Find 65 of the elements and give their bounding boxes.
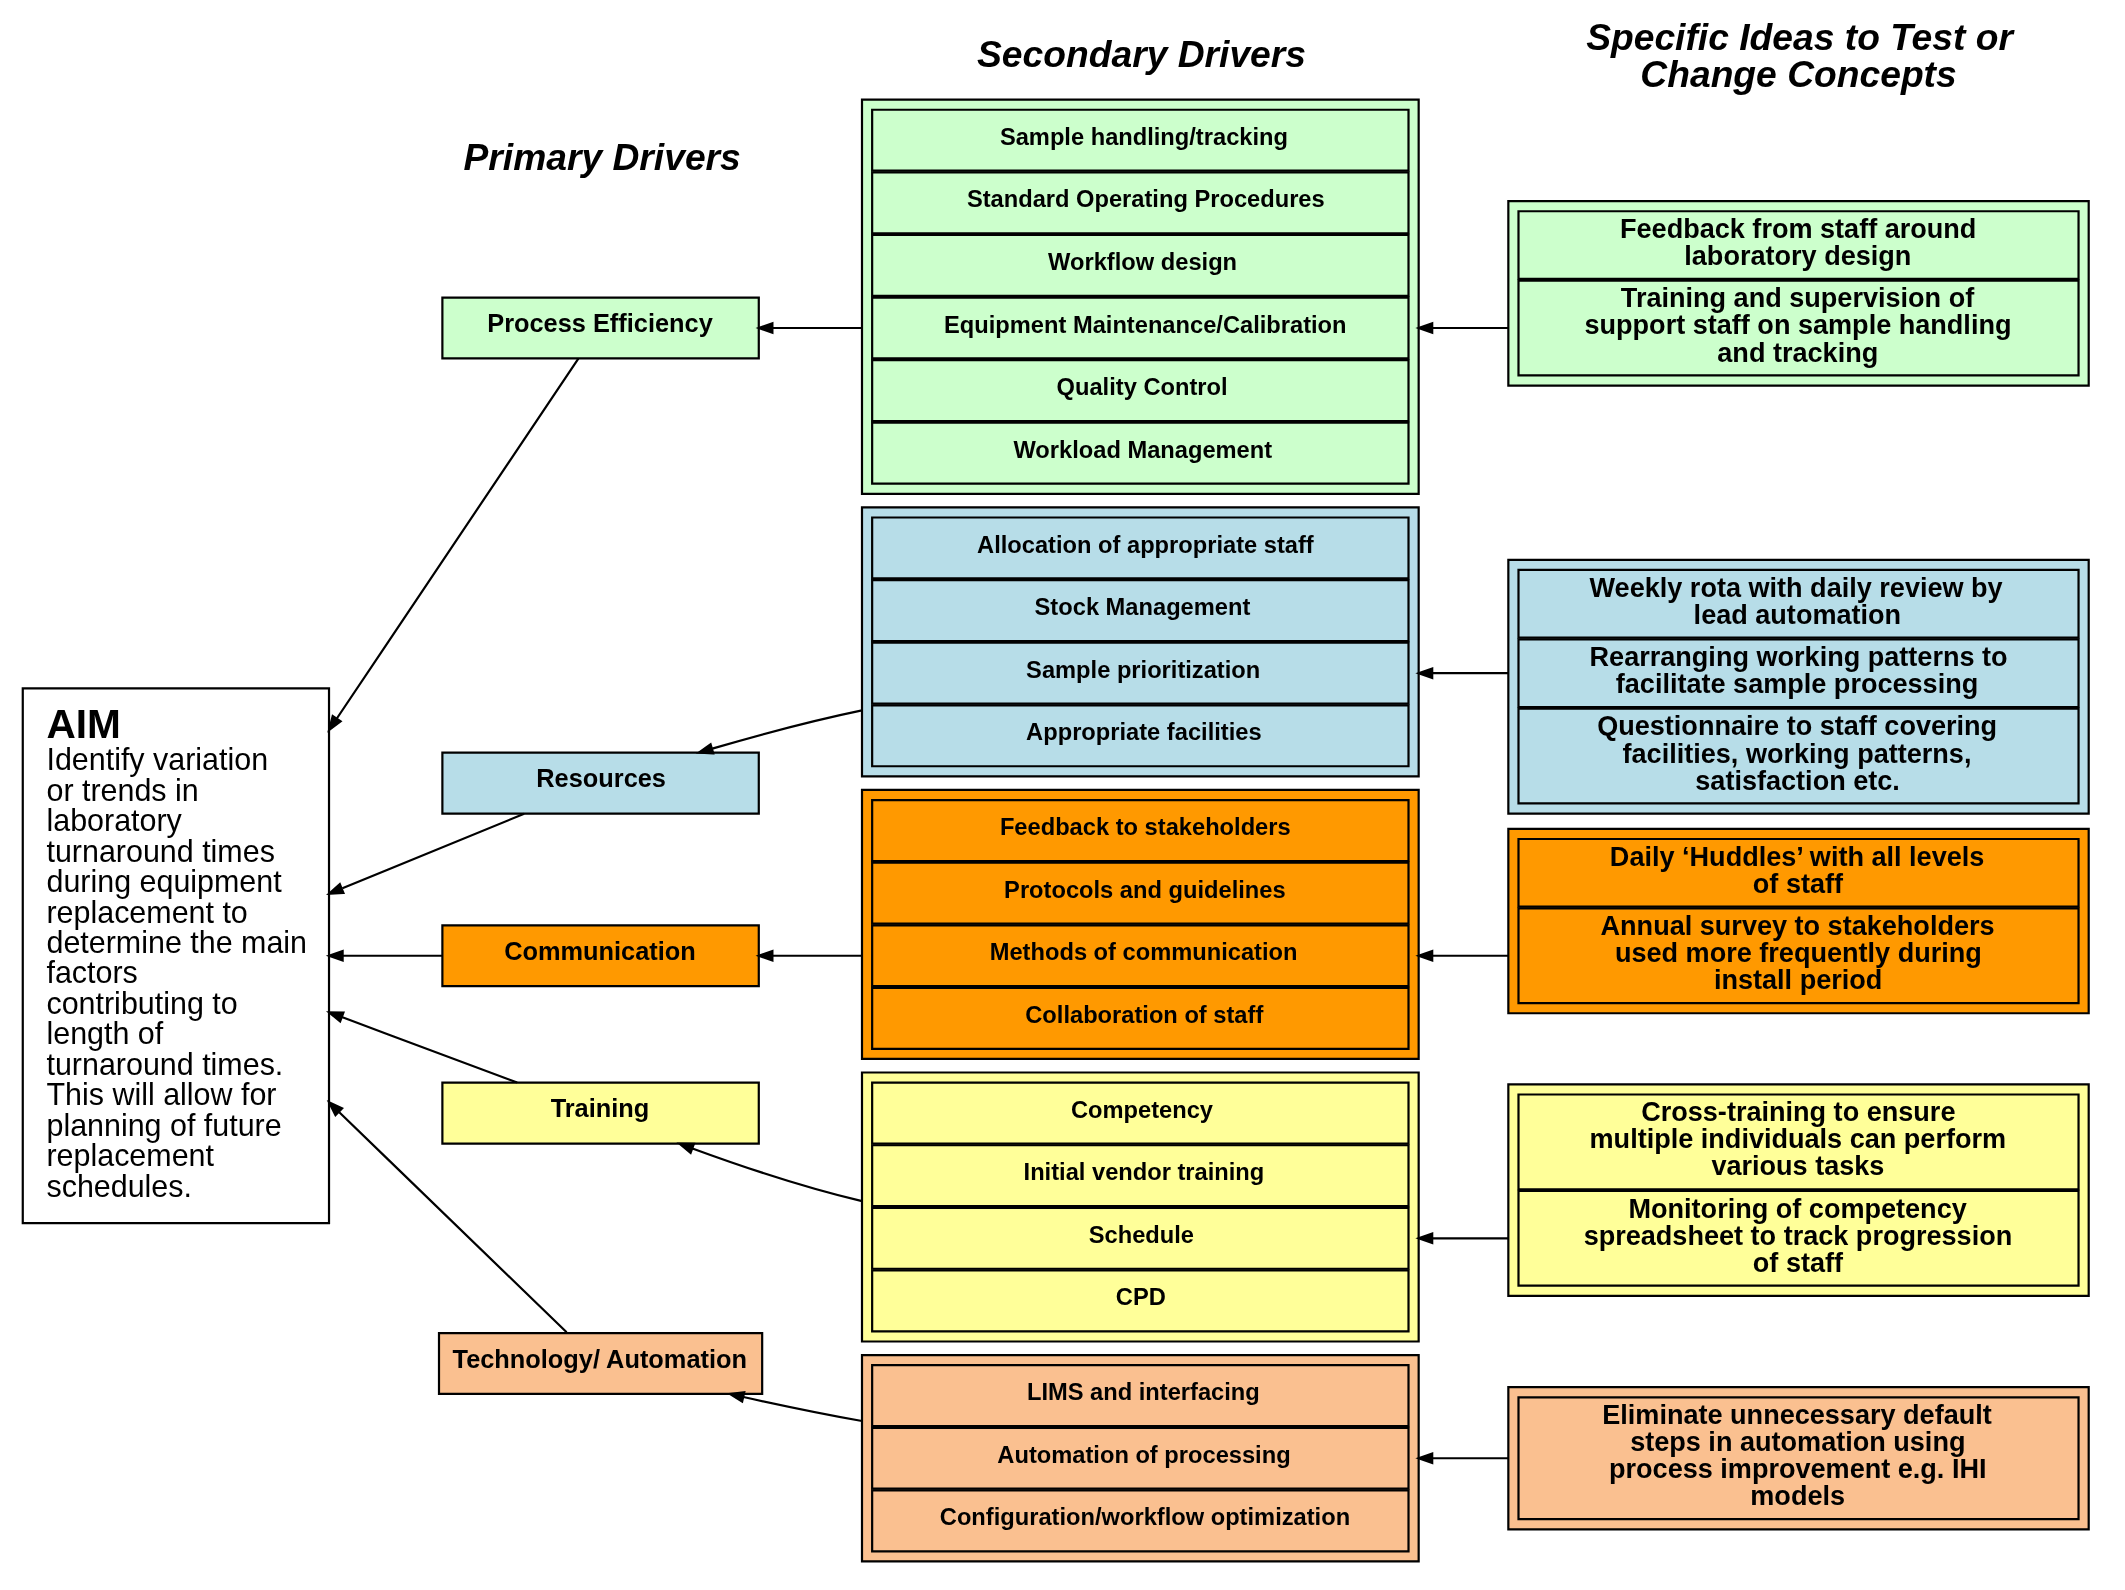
node-box: Equipment Maintenance/Calibration <box>871 296 1410 360</box>
node-box: Workflow design <box>871 233 1410 297</box>
node-box: Questionnaire to staff covering facilities, working patterns, satisfaction etc. <box>1517 707 2080 805</box>
node-box: Training and supervision of support staff on sample handling and tracking <box>1517 279 2080 377</box>
arrow <box>1415 1452 1509 1465</box>
node-box: Appropriate facilities <box>871 704 1410 768</box>
node-box: Standard Operating Procedures <box>871 171 1410 235</box>
label: Specific Ideas to Test or Change Concepts <box>1586 15 2013 96</box>
node-box: Sample prioritization <box>871 641 1410 705</box>
label: Primary Drivers <box>463 135 741 178</box>
arrow <box>1415 666 1509 680</box>
node-box: Automation of processing <box>871 1426 1410 1490</box>
cluster <box>1507 827 2090 1015</box>
node-box: Training <box>441 1081 760 1145</box>
cluster <box>1507 1386 2090 1531</box>
node-box: Annual survey to stakeholders used more frequently during install period <box>1517 907 2080 1005</box>
cluster <box>860 788 1420 1061</box>
cluster <box>860 506 1420 778</box>
arrow <box>726 1391 863 1423</box>
node-box: Cross-training to ensure multiple individuals can perform various tasks <box>1517 1093 2080 1191</box>
node-box: Methods of communication <box>871 924 1410 988</box>
node-box: Competency <box>871 1081 1410 1145</box>
arrow <box>326 1100 568 1334</box>
node-box: Sample handling/tracking <box>871 108 1410 172</box>
node-box: CPD <box>871 1269 1410 1333</box>
node-box: Protocols and guidelines <box>871 861 1410 925</box>
arrow <box>1415 949 1509 963</box>
node-box: Initial vendor training <box>871 1144 1410 1208</box>
label: Secondary Drivers <box>977 32 1306 75</box>
node-box: Schedule <box>871 1206 1410 1270</box>
arrow <box>695 709 863 755</box>
node-box: Stock Management <box>871 579 1410 643</box>
arrow <box>676 1142 863 1203</box>
cluster <box>860 1353 1420 1563</box>
node-box: Quality Control <box>871 359 1410 423</box>
node-box: Workload Management <box>871 421 1410 485</box>
cluster <box>1507 558 2090 815</box>
node-box: Resources <box>441 751 760 815</box>
node-box: Communication <box>441 924 760 988</box>
node-box: Monitoring of competency spreadsheet to track progression of staff <box>1517 1189 2080 1287</box>
node-box: Allocation of appropriate staff <box>871 516 1410 580</box>
cluster <box>1507 200 2090 387</box>
cluster <box>860 98 1420 495</box>
node-box: LIMS and interfacing <box>871 1364 1410 1428</box>
arrow <box>326 812 525 895</box>
node-box: Configuration/workflow optimization <box>871 1489 1410 1553</box>
node-box: Eliminate unnecessary default steps in automation using process improvement e.g. IHI models <box>1517 1396 2080 1521</box>
cluster <box>860 1071 1420 1343</box>
arrow <box>755 321 862 335</box>
arrow <box>325 1011 518 1084</box>
node-box: Feedback to stakeholders <box>871 799 1410 863</box>
node-box: Collaboration of staff <box>871 986 1410 1050</box>
node-box: Daily ‘Huddles’ with all levels of staff <box>1517 837 2080 908</box>
node-box: Weekly rota with daily review by lead automation <box>1517 568 2080 639</box>
arrow <box>1415 321 1509 335</box>
arrow <box>1415 1232 1509 1245</box>
arrow <box>325 949 443 963</box>
cluster <box>1507 1083 2090 1297</box>
node-box: Rearranging working patterns to facilitate sample processing <box>1517 638 2080 709</box>
node-box: Technology/ Automation <box>437 1331 764 1396</box>
arrow <box>327 358 580 733</box>
arrow <box>755 949 862 963</box>
node-box: Process Efficiency <box>441 296 760 360</box>
node-box: AIM Identify variation or trends in laboratory turnaround times during equipment replacement to determine the main factors contributing to length of turnaround times. This will allow for planning of future replacement schedules. <box>21 687 331 1225</box>
node-box: Feedback from staff around laboratory design <box>1517 210 2080 281</box>
